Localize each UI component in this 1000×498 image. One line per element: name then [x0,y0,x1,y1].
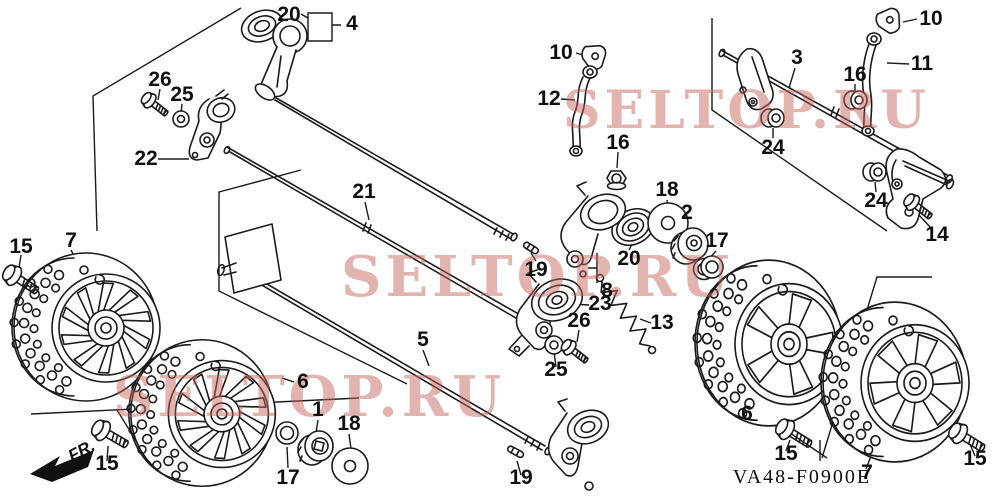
generated-parts [1,90,986,488]
callout-15: 15 [774,442,798,465]
upper-pivot-rod [270,94,514,240]
watermark-text: SELTOP.RU [563,80,930,141]
callout-5: 5 [417,328,429,351]
upper-rod-threads [493,227,510,241]
watermark-layer: SELTOP.RU SELTOP.RU SELTOP.RU [113,80,930,430]
wheel-bolt-15-b [90,419,129,449]
cotter-pin-19-upper [522,241,540,255]
callout-8: 8 [601,279,613,302]
callout-21: 21 [352,180,376,203]
bolt-26-low [560,338,589,364]
wheel-6-right [692,259,844,427]
callout-24: 24 [864,189,888,212]
axle-joint [362,222,372,234]
callout-13: 13 [650,311,673,334]
pivot-bracket-22 [188,89,236,161]
callout-22: 22 [134,147,157,170]
callout-20: 20 [277,3,300,26]
callout-20: 20 [617,247,640,270]
threaded-plug-2 [670,227,709,265]
callout-25: 25 [544,358,568,381]
callout-7: 7 [65,229,77,252]
anchor-plate-10-mid [581,44,607,71]
cotter-pin-19-lower [506,445,525,459]
callout-10: 10 [919,7,942,30]
washer-18-mid [647,202,689,244]
callout-16: 16 [843,63,866,86]
clevis-bracket-right [736,47,774,111]
o-ring-17-low [275,421,299,445]
collar-16-right [843,90,868,110]
wheel-7-right [818,301,970,463]
callout-19: 19 [524,258,547,281]
collar-24-a [760,108,785,128]
callout-19: 19 [509,466,532,489]
strap-bracket-12 [569,65,598,157]
callout-15: 15 [95,452,119,475]
watermark-text: SELTOP.RU [113,364,505,430]
flange-nut-16 [606,170,627,191]
washer-18-low [331,447,369,485]
hardware-parts [172,7,955,491]
washer-25-top [172,110,190,128]
o-ring-17-right [700,255,724,279]
bolt-26-top [140,91,169,117]
pivot-bracket-lower [547,398,610,491]
callout-26: 26 [148,68,171,91]
front-direction-marker: FR. [30,436,98,482]
diagram-code: VA48-F0900E [733,466,871,488]
mounting-plate [216,223,282,294]
callout-26: 26 [567,309,590,332]
wheel-bolt-15-c [774,418,813,449]
eyelet-bracket-4 [254,18,308,101]
right-shaft-joint [830,106,840,118]
callout-10: 10 [549,41,572,64]
callout-17: 17 [705,229,728,252]
callout-14: 14 [925,223,949,246]
grommet-20 [240,9,284,43]
callout-17: 17 [276,466,299,489]
callout-15: 15 [963,447,987,470]
callout-23: 23 [588,292,611,315]
wheel-bolt-15-d [947,422,986,453]
callout-4: 4 [346,12,358,35]
lower-shaft-threads [524,436,541,451]
pivot-bracket-8 [560,181,627,278]
callout-2: 2 [681,201,693,224]
washer-25-low [544,335,564,355]
callout-18: 18 [655,178,679,201]
callout-18: 18 [337,412,361,435]
front-arrow-icon [30,450,94,482]
collar-24-b [862,162,887,182]
callout-24: 24 [761,136,785,159]
watermark-text: SELTOP.RU [341,244,733,310]
tension-spring-13 [595,273,657,355]
axle-shaft-21 [226,146,544,333]
callout-3: 3 [791,46,803,69]
callout-1: 1 [312,398,324,421]
pivot-bracket-23 [508,269,584,357]
callout-6: 6 [741,402,753,425]
wheel-bolt-15-a [1,264,40,295]
callout-12: 12 [537,87,560,110]
wheel-7-left [9,252,161,402]
callout-16: 16 [606,131,629,154]
pivot-bracket-right [885,148,955,230]
callout-15: 15 [9,235,33,258]
bolt-14 [903,193,933,220]
callout-6: 6 [297,370,309,393]
callout-11: 11 [911,52,934,75]
wheel-6-left [126,338,277,488]
threaded-cap-1 [297,430,334,466]
callout-7: 7 [861,461,873,484]
lower-shaft-5 [235,265,546,451]
callout-25: 25 [170,83,194,106]
anchor-plate-10-right [875,7,901,34]
